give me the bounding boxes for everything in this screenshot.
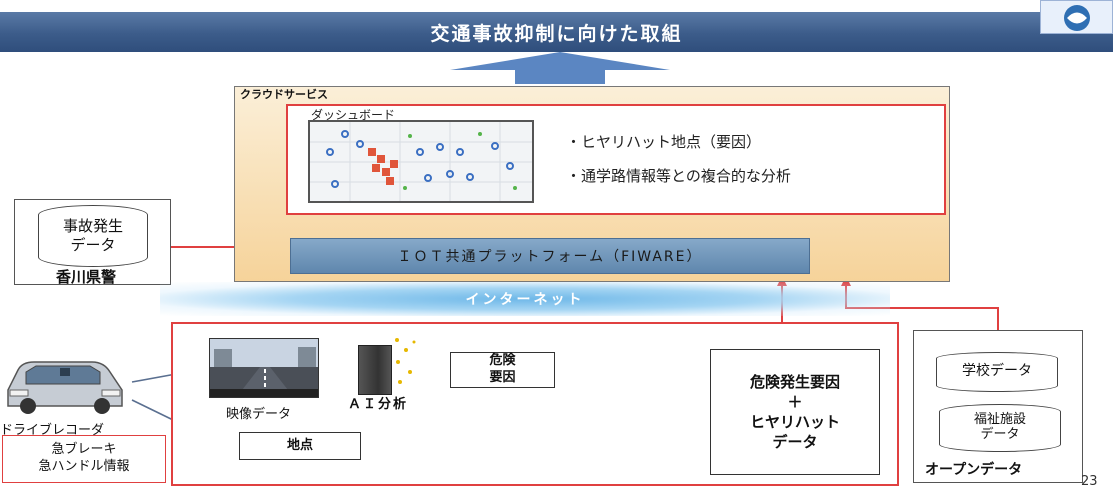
car-icon [0, 350, 128, 416]
welfare-data-line2: データ [980, 427, 1020, 442]
dashboard-bullet-1: ・ヒヤリハット地点（要因） [566, 133, 762, 151]
video-data-label: 映像データ [226, 407, 292, 422]
accident-data-line1: 事故発生 [62, 217, 123, 236]
location-box: 地点 [239, 432, 361, 460]
ai-analysis-label: ＡＩ分析 [348, 397, 409, 412]
drive-recorder-label: ドライブレコーダ [0, 423, 105, 438]
result-line3: ヒヤリハット [749, 413, 840, 431]
page-number: 23 [1081, 474, 1098, 489]
up-arrow-to-title [450, 52, 670, 84]
internet-band: インターネット [160, 282, 890, 316]
result-line1: 危険発生要因 [749, 372, 840, 391]
title-banner: 交通事故抑制に向けた取組 [0, 12, 1113, 52]
accident-data-line2: データ [70, 236, 116, 254]
internet-label: インターネット [465, 292, 585, 308]
cloud-service-label: クラウドサービス [240, 88, 328, 101]
dashboard-map-image [308, 120, 534, 203]
ai-server-icon [358, 345, 392, 395]
welfare-data-cylinder: 福祉施設 データ [939, 404, 1061, 452]
result-data-box: 危険発生要因 ＋ ヒヤリハット データ [710, 349, 880, 475]
school-data-cylinder: 学校データ [936, 352, 1058, 392]
welfare-data-line1: 福祉施設 [973, 412, 1026, 428]
recorder-info-line1: 急ブレーキ [51, 442, 117, 458]
result-line4: データ [772, 433, 818, 452]
danger-line1: 危険 [489, 353, 516, 369]
danger-line2: 要因 [489, 370, 516, 385]
dashboard-label: ダッシュボード [311, 108, 396, 122]
location-label: 地点 [286, 437, 313, 453]
iot-platform-box: ＩＯＴ共通プラットフォーム（FIWARE） [290, 238, 810, 274]
iot-platform-label: ＩＯＴ共通プラットフォーム（FIWARE） [397, 249, 703, 265]
police-org-label: 香川県警 [56, 268, 117, 286]
school-data-label: 学校データ [962, 363, 1032, 380]
recorder-info-box: 急ブレーキ 急ハンドル情報 [2, 435, 166, 483]
result-line2: ＋ [787, 392, 803, 411]
recorder-info-line2: 急ハンドル情報 [38, 459, 130, 474]
page-title: 交通事故抑制に向けた取組 [430, 22, 683, 45]
logo-icon [1040, 0, 1113, 34]
accident-data-cylinder: 事故発生 データ [38, 205, 148, 267]
dashboard-bullet-2: ・通学路情報等との複合的な分析 [566, 167, 791, 185]
ai-sparkle-icon [395, 338, 416, 384]
open-data-label: オープンデータ [925, 462, 1023, 478]
video-thumbnail [209, 338, 319, 398]
danger-factor-box: 危険 要因 [450, 352, 555, 388]
